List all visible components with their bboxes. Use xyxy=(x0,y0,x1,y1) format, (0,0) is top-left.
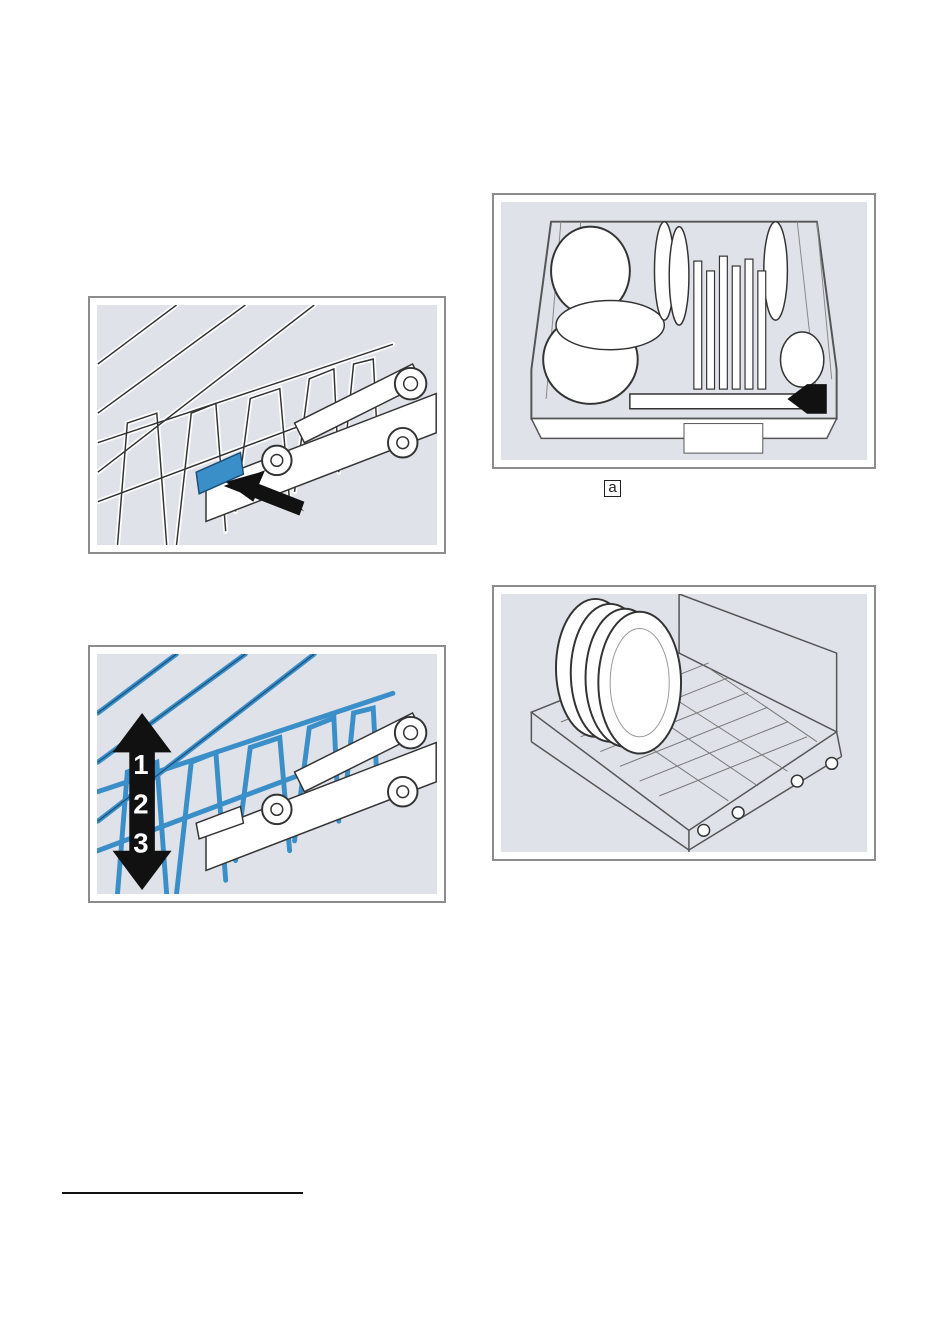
upper-basket-illustration xyxy=(501,202,867,460)
upper-basket-figure xyxy=(492,193,876,469)
legend-marker-a: a xyxy=(604,480,621,497)
rack-height-figure: 1 2 3 xyxy=(88,645,446,903)
rack-height-illustration: 1 2 3 xyxy=(97,654,437,894)
rack-release-illustration xyxy=(97,305,437,545)
lower-basket-figure xyxy=(492,585,876,861)
step-3: 3 xyxy=(133,828,148,859)
step-1: 1 xyxy=(133,749,148,780)
step-2: 2 xyxy=(133,788,148,819)
lower-basket-illustration xyxy=(501,594,867,852)
rack-release-figure xyxy=(88,296,446,554)
footnote-rule xyxy=(62,1192,303,1194)
